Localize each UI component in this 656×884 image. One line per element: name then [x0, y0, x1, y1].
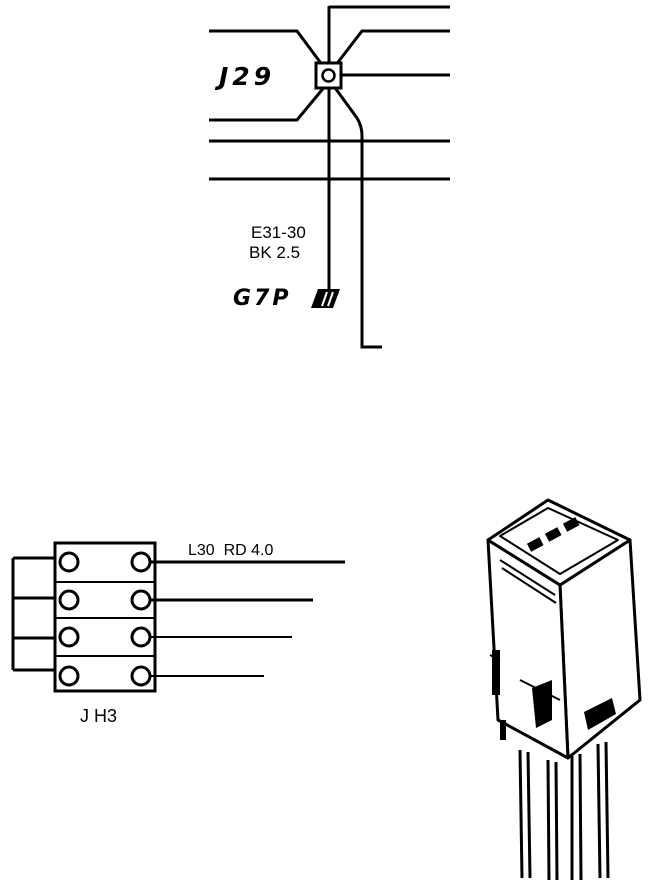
ground-label: G7P	[233, 286, 292, 311]
wire-lower-left	[209, 84, 328, 122]
pin-icon	[58, 589, 80, 611]
splice-node	[314, 61, 343, 90]
pin-icon	[130, 626, 152, 648]
splice-dot	[321, 68, 336, 83]
ground-icon	[311, 289, 340, 308]
connector-label: J H3	[80, 706, 117, 726]
connector-illustration	[486, 498, 642, 881]
wire-code-label: E31-30	[251, 223, 306, 242]
splice-diagram	[209, 5, 450, 349]
pin-icon	[130, 551, 152, 573]
pin-icon	[58, 626, 80, 648]
pin-icon	[130, 589, 152, 611]
pin-icon	[130, 665, 152, 687]
wire-upper-left	[209, 29, 328, 71]
connector-jh3: L30 RD 4.0 J H3	[11, 541, 345, 726]
splice-label: J29	[214, 62, 275, 91]
pin-icon	[58, 665, 80, 687]
wire-lower-right	[331, 84, 382, 349]
connector-wire-label: L30 RD 4.0	[188, 542, 273, 559]
wire-upper-right	[330, 29, 450, 71]
splice-box	[314, 61, 343, 90]
wire-spec-label: BK 2.5	[249, 243, 300, 262]
pin-icon	[58, 551, 80, 573]
